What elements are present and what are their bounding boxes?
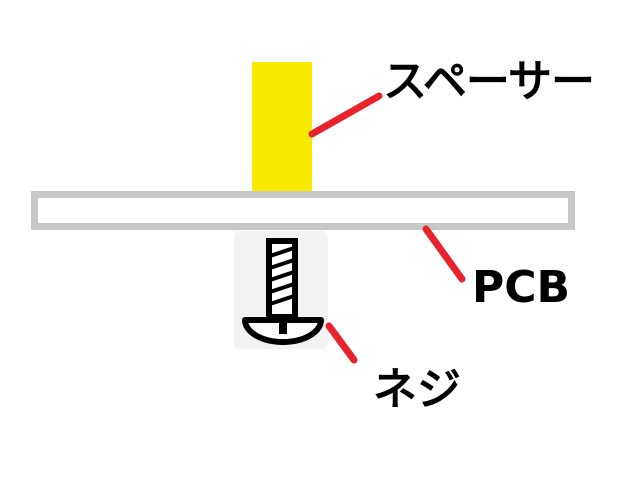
- screw-leader-line: [325, 322, 358, 364]
- screw-threads: [269, 246, 295, 306]
- pcb-leader-line: [422, 225, 466, 283]
- pcb-board: [31, 191, 575, 230]
- spacer-leader-line: [308, 92, 383, 138]
- screw-label: ネジ: [373, 364, 461, 415]
- screw-icon: [234, 231, 328, 349]
- spacer-label: スペーサー: [383, 56, 595, 107]
- pcb-label: PCB: [472, 262, 571, 313]
- screw-slot: [279, 320, 287, 334]
- spacer-block: [252, 62, 312, 195]
